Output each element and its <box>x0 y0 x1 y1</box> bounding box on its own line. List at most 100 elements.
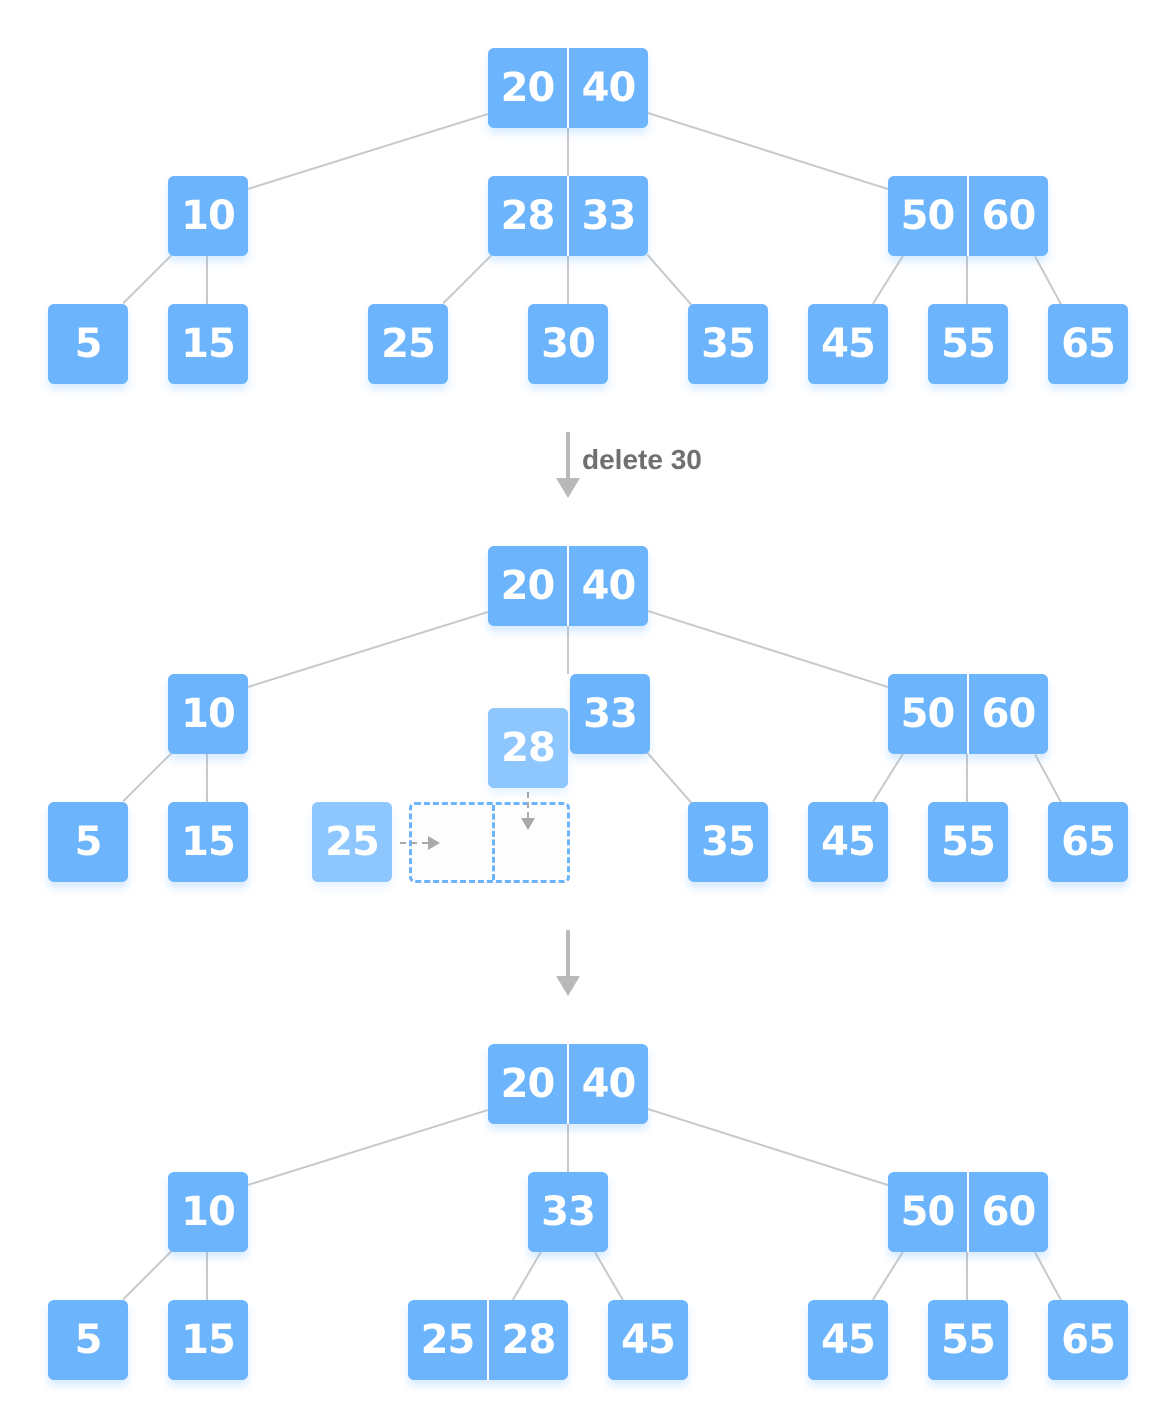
edge-33-to-45 <box>594 1252 624 1302</box>
edge-10-to-5 <box>122 254 172 304</box>
stage1-leaf-node: 30 <box>528 304 608 384</box>
stage1-leaf-node: 55 <box>928 304 1008 384</box>
node-key: 45 <box>821 321 876 367</box>
node-key: 5 <box>74 321 103 367</box>
node-key: 45 <box>821 819 876 865</box>
node-key: 28 <box>487 1300 568 1380</box>
stage2-internal-node: 10 <box>168 674 248 754</box>
edge-root-to-10 <box>247 113 488 190</box>
stage3-leaf-node: 45 <box>808 1300 888 1380</box>
node-key: 10 <box>181 193 236 239</box>
edge-28-33-to-30 <box>567 256 569 304</box>
edge-root-to-10 <box>247 611 488 688</box>
node-key: 25 <box>381 321 436 367</box>
edge-root-to-33 <box>567 626 569 674</box>
stage3-leaf-node: 5 <box>48 1300 128 1380</box>
node-key: 30 <box>541 321 596 367</box>
node-key: 65 <box>1061 1317 1116 1363</box>
node-key: 5 <box>74 819 103 865</box>
node-key: 20 <box>500 1061 556 1107</box>
stage2-moving-key-28: 28 <box>488 708 568 788</box>
stage2-leaf-node: 65 <box>1048 802 1128 882</box>
node-key: 55 <box>941 1317 996 1363</box>
edge-root-to-33 <box>567 1124 569 1172</box>
stage2-internal-node: 33 <box>570 674 650 754</box>
stage2-leaf-node: 35 <box>688 802 768 882</box>
stage1-leaf-node: 65 <box>1048 304 1128 384</box>
stage1-leaf-node: 35 <box>688 304 768 384</box>
edge-10-to-15 <box>206 754 208 802</box>
node-key: 60 <box>967 674 1048 754</box>
node-key: 50 <box>900 691 956 737</box>
edge-10-to-5 <box>122 1250 172 1300</box>
node-key: 28 <box>500 193 556 239</box>
edge-50-60-to-45 <box>872 1250 904 1300</box>
node-key: 40 <box>567 1044 648 1124</box>
node-key: 20 <box>500 563 556 609</box>
edge-root-to-50-60 <box>647 1108 888 1186</box>
node-key: 35 <box>701 321 756 367</box>
node-key: 10 <box>181 1189 236 1235</box>
node-key: 50 <box>900 1189 956 1235</box>
node-key: 55 <box>941 321 996 367</box>
node-key: 33 <box>541 1189 596 1235</box>
edge-50-60-to-65 <box>1034 256 1062 305</box>
node-key: 33 <box>583 691 638 737</box>
stage2-leaf-node: 5 <box>48 802 128 882</box>
node-key: 60 <box>967 176 1048 256</box>
stage1-leaf-node: 15 <box>168 304 248 384</box>
node-key: 40 <box>567 48 648 128</box>
node-key: 60 <box>967 1172 1048 1252</box>
node-key: 45 <box>621 1317 676 1363</box>
edge-50-60-to-55 <box>966 754 968 802</box>
node-key: 50 <box>900 193 956 239</box>
edge-50-60-to-65 <box>1034 754 1062 803</box>
node-key: 25 <box>420 1317 476 1363</box>
edge-28-33-to-25 <box>442 254 492 304</box>
node-key: 15 <box>181 1317 236 1363</box>
edge-10-to-15 <box>206 256 208 304</box>
edge-50-60-to-45 <box>872 254 904 304</box>
node-key: 65 <box>1061 321 1116 367</box>
edge-50-60-to-45 <box>872 752 904 802</box>
step-label-delete: delete 30 <box>582 444 702 475</box>
node-key: 55 <box>941 819 996 865</box>
move-down-arrow <box>521 792 535 830</box>
edge-50-60-to-65 <box>1034 1252 1062 1301</box>
edge-root-to-50-60 <box>647 112 888 190</box>
edge-50-60-to-55 <box>966 256 968 304</box>
node-key: 45 <box>821 1317 876 1363</box>
node-key: 65 <box>1061 819 1116 865</box>
stage3-internal-node: 33 <box>528 1172 608 1252</box>
edge-root-to-50-60 <box>647 610 888 688</box>
stage3-internal-node: 10 <box>168 1172 248 1252</box>
edge-10-to-5 <box>122 752 172 802</box>
move-right-arrow <box>400 836 440 850</box>
edge-33-to-25-28 <box>512 1250 542 1300</box>
placeholder-divider <box>492 805 495 880</box>
edge-10-to-15 <box>206 1252 208 1300</box>
edge-root-to-10 <box>247 1109 488 1186</box>
node-key: 35 <box>701 819 756 865</box>
stage2-leaf-node: 15 <box>168 802 248 882</box>
node-key: 33 <box>567 176 648 256</box>
node-key: 15 <box>181 321 236 367</box>
edge-33-to-35 <box>646 752 692 804</box>
stage2-leaf-node: 55 <box>928 802 1008 882</box>
node-key: 25 <box>325 819 380 865</box>
stage2-leaf-node: 45 <box>808 802 888 882</box>
stage1-leaf-node: 25 <box>368 304 448 384</box>
node-key: 20 <box>500 65 556 111</box>
stage3-leaf-node: 65 <box>1048 1300 1128 1380</box>
stage1-leaf-node: 45 <box>808 304 888 384</box>
stage3-leaf-node: 55 <box>928 1300 1008 1380</box>
stage3-leaf-node: 15 <box>168 1300 248 1380</box>
edge-root-to-28-33 <box>567 128 569 176</box>
step-arrow-2 <box>556 930 580 996</box>
stage1-internal-node: 10 <box>168 176 248 256</box>
